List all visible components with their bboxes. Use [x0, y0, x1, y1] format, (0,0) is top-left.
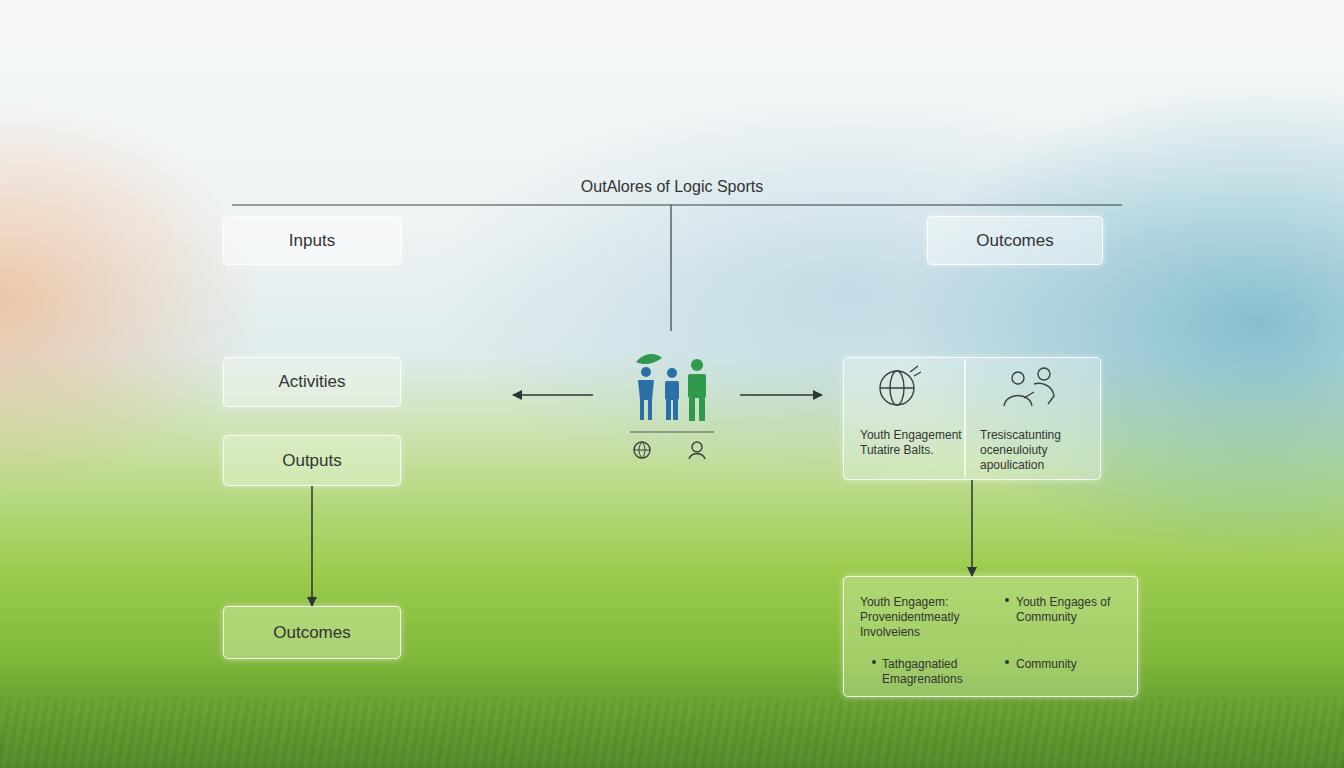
flow-arrow [972, 480, 973, 576]
people-illustration [630, 354, 714, 459]
globe-icon [880, 366, 921, 405]
node-label: Youth Engagem: Provenidentmeatly Involve… [860, 595, 992, 640]
node-label: Activities [278, 372, 345, 392]
people-icon [1004, 368, 1054, 406]
node-label: Inputs [289, 231, 335, 251]
bullet-dots [872, 598, 1009, 664]
grass-texture [0, 700, 1344, 768]
node-label: Youth Engages of Community [1016, 595, 1126, 625]
panel-divider [964, 359, 966, 478]
node-label: Tresiscatunting oceneuloiuty apoulicatio… [980, 428, 1095, 473]
left-arrow [513, 394, 593, 396]
connector-line [971, 480, 973, 576]
activity-box: Activities [223, 357, 401, 407]
output-box: Outputs [223, 435, 401, 486]
stem-line [670, 205, 671, 331]
outcome-box: Outcomes [223, 606, 401, 659]
right-arrow [740, 394, 822, 396]
node-label: Outcomes [273, 623, 350, 643]
node-label: Outcomes [976, 231, 1053, 251]
outcome-box: Outcomes [927, 216, 1103, 265]
node-label: Youth Engagement Tutatire Balts. [860, 428, 965, 458]
engagement-list: Youth Engagem: Provenidentmeatly Involve… [843, 576, 1138, 697]
connector-line [311, 486, 313, 606]
node-label: Tathgagnatied Emagrenations [882, 657, 992, 687]
input-box: Inputs [223, 216, 401, 265]
diagram-title: OutAlores of Logic Sports [372, 178, 972, 196]
engagement-panel: Youth Engagement Tutatire Balts. Tresisca… [843, 357, 1101, 480]
node-label: Community [1016, 657, 1126, 672]
title-rule [232, 204, 1122, 205]
flow-arrow [312, 486, 313, 606]
node-label: Outputs [282, 451, 342, 471]
